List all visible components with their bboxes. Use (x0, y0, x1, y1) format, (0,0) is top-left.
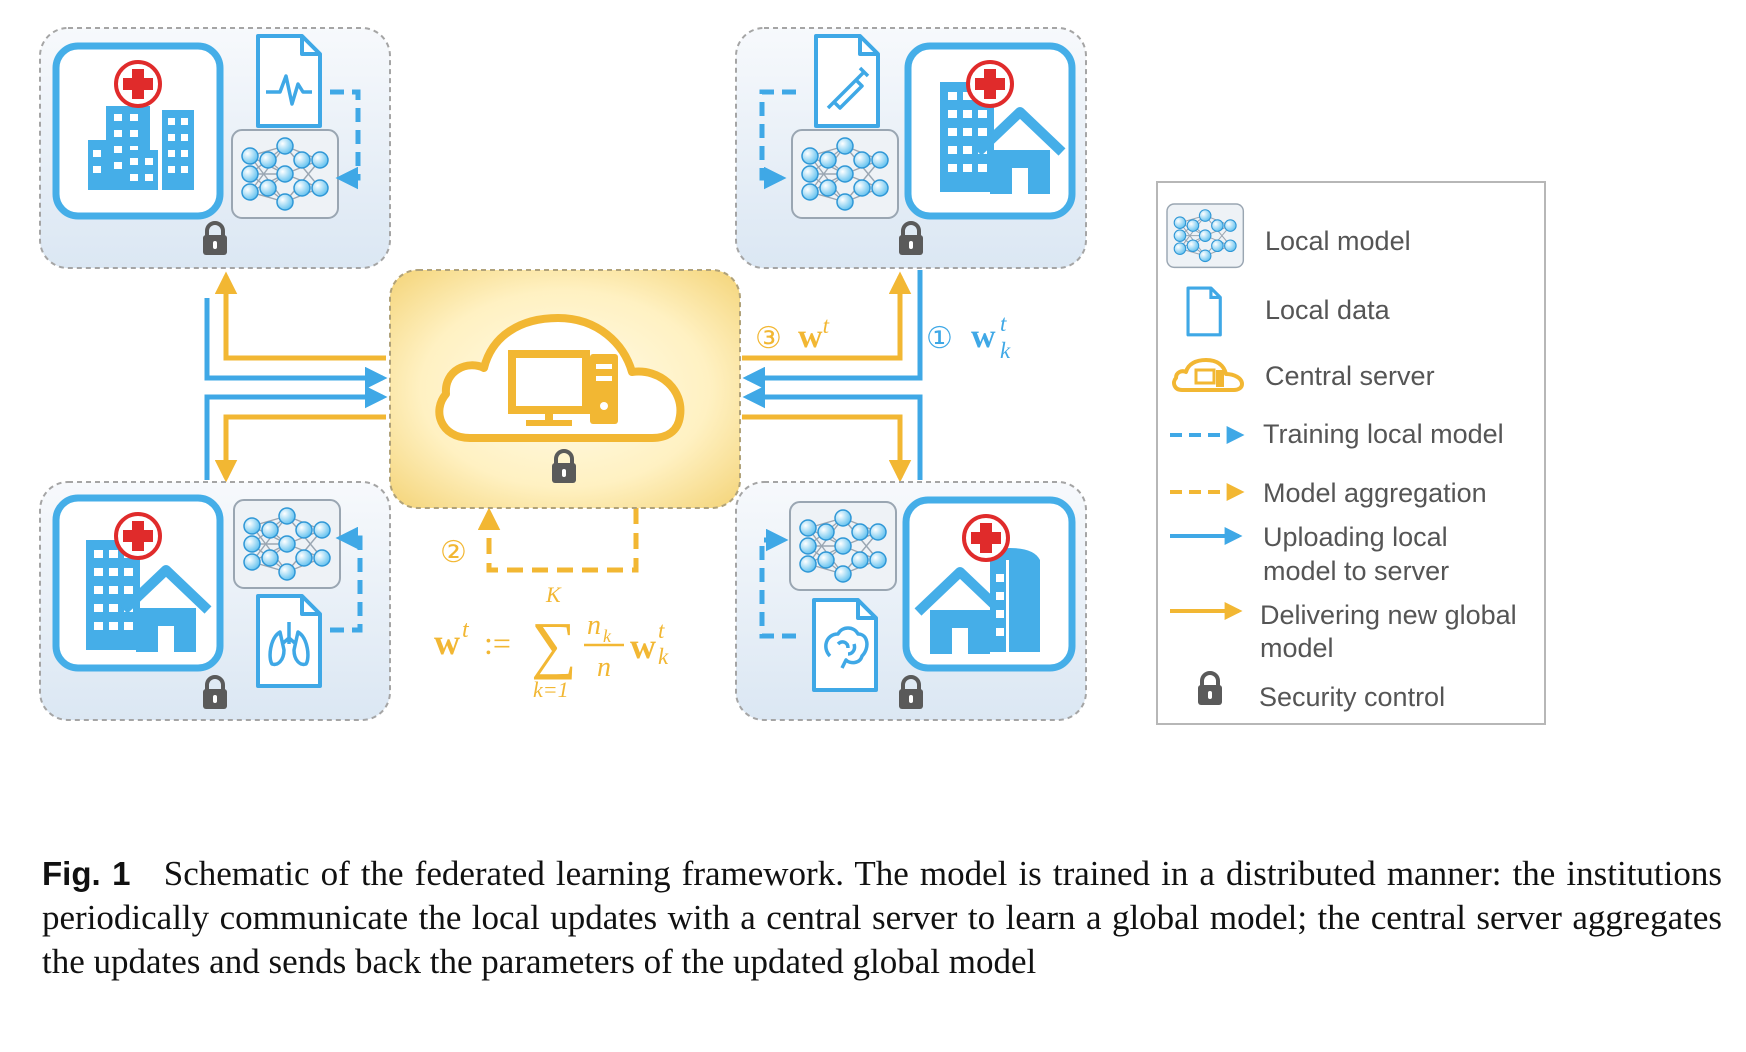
legend-item-uploading: Uploading local model to server (1170, 522, 1449, 586)
svg-text:Model aggregation: Model aggregation (1263, 478, 1487, 508)
training-dashed-arrow (759, 528, 796, 639)
training-dashed-arrow (330, 526, 363, 633)
svg-text:Central server: Central server (1265, 361, 1435, 391)
upload-arrow-top-left (204, 298, 388, 390)
document-icon (1186, 286, 1222, 337)
svg-text:K: K (545, 582, 562, 607)
svg-text:w: w (434, 622, 460, 662)
svg-text:∑: ∑ (531, 609, 577, 680)
deliver-arrow-bottom-right (742, 414, 912, 483)
red-cross-icon (114, 60, 162, 108)
neural-network-icon (233, 499, 341, 589)
aggregation-formula: w t := K ∑ k=1 n k n w t k (434, 582, 669, 702)
legend-item-delivering: Delivering new global model (1170, 600, 1517, 663)
svg-text:wt: wt (798, 313, 830, 355)
syringe-document-icon (814, 34, 880, 128)
hospital-node-top-right (735, 27, 1087, 269)
red-cross-icon (966, 60, 1014, 108)
deliver-arrow-top-right (742, 271, 912, 361)
central-server-node (389, 269, 741, 509)
step1-label: ① w t k (926, 311, 1011, 363)
svg-text:k: k (1000, 338, 1011, 363)
hospital-silo-icon (918, 548, 1040, 654)
svg-text:model: model (1260, 633, 1334, 663)
svg-text:w: w (630, 626, 656, 666)
svg-text:n: n (587, 610, 601, 641)
caption-text: Schematic of the federated learning fram… (42, 854, 1722, 981)
svg-text:①: ① (926, 321, 953, 356)
svg-text:w: w (971, 318, 996, 355)
svg-text:③: ③ (755, 321, 782, 356)
svg-text:Delivering new global: Delivering new global (1260, 600, 1517, 630)
svg-text:Training local model: Training local model (1263, 419, 1504, 449)
legend: Local model Local data Central server Tr… (1156, 181, 1546, 725)
legend-item-local-model: Local model (1166, 203, 1411, 269)
brain-document-icon (812, 598, 878, 692)
svg-text:t: t (1000, 311, 1007, 336)
legend-item-model-aggregation: Model aggregation (1170, 478, 1487, 508)
connection-arrows (204, 270, 923, 573)
svg-text:Local model: Local model (1265, 226, 1411, 256)
hospital-node-top-left (39, 27, 391, 269)
step2-label: ② (440, 535, 467, 570)
lungs-document-icon (256, 594, 322, 688)
cloud-server-icon (1172, 358, 1244, 392)
neural-network-icon (1166, 203, 1245, 269)
training-dashed-arrow (330, 89, 361, 190)
red-cross-icon (114, 512, 162, 560)
aggregation-dashed-arrow (477, 507, 639, 573)
red-cross-icon (962, 514, 1010, 562)
neural-network-icon (789, 501, 897, 591)
deliver-arrow-top-left (214, 271, 386, 361)
hospital-buildings-icon (88, 106, 194, 190)
neural-network-icon (231, 129, 339, 219)
svg-text:model to server: model to server (1263, 556, 1449, 586)
figure-caption: Fig. 1 Schematic of the federated learni… (42, 852, 1722, 984)
legend-item-security-control: Security control (1196, 671, 1445, 712)
legend-item-central-server: Central server (1172, 358, 1435, 392)
svg-text::=: := (484, 625, 511, 661)
upload-arrow-bottom-right (742, 385, 923, 480)
svg-text:k: k (603, 626, 612, 646)
svg-text:t: t (658, 618, 665, 643)
svg-text:Security control: Security control (1259, 682, 1445, 712)
svg-text:Uploading local: Uploading local (1263, 522, 1448, 552)
cloud-computer-icon (435, 314, 685, 442)
upload-arrow-top-right (742, 270, 923, 390)
svg-text:k: k (658, 644, 669, 669)
svg-text:k=1: k=1 (533, 677, 569, 702)
hospital-node-bottom-left (39, 481, 391, 721)
deliver-arrow-bottom-left (214, 414, 386, 483)
hospital-node-bottom-right (735, 481, 1087, 721)
step3-label: ③ wt (755, 313, 830, 356)
training-dashed-arrow (759, 89, 796, 190)
svg-text:Local data: Local data (1265, 295, 1391, 325)
ecg-document-icon (256, 34, 322, 128)
svg-text:t: t (462, 617, 470, 643)
upload-arrow-bottom-left (204, 385, 388, 480)
federated-learning-diagram: ③ wt ① w t k ② w t := K ∑ k=1 n k n w t … (39, 27, 1546, 725)
neural-network-icon (791, 129, 899, 219)
legend-item-local-data: Local data (1186, 286, 1391, 337)
legend-item-training-local-model: Training local model (1170, 419, 1504, 449)
figure-label: Fig. 1 (42, 855, 131, 892)
svg-text:n: n (597, 652, 611, 683)
